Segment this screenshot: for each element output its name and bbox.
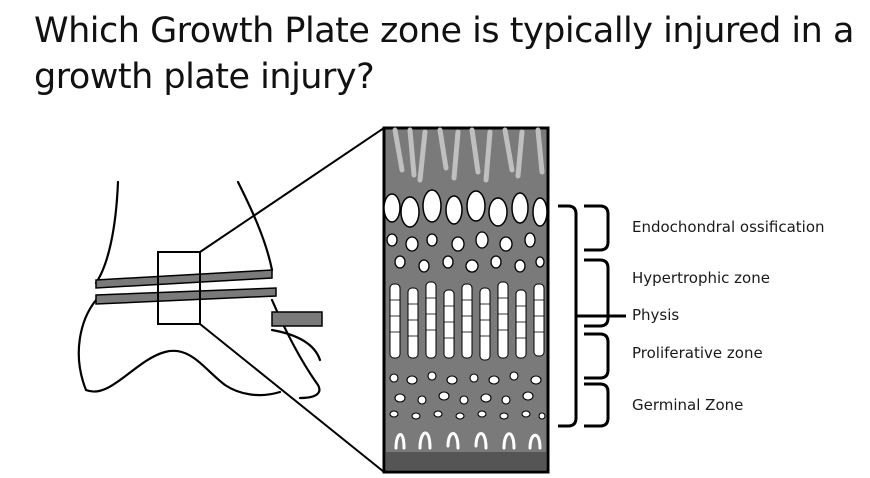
bone-left-shaft-edge [94,180,120,285]
zoom-region-box [157,251,201,325]
column-dividers [390,297,544,339]
histology-panel [382,126,550,474]
endochondral-bracket [584,204,610,252]
lower-growth-plate-band [95,287,277,305]
endochondral-ossification-label: Endochondral ossification [632,218,825,236]
proliferative-zone-label: Proliferative zone [632,344,763,362]
proliferative-cell-columns [389,281,545,361]
bone-right-tip [270,328,322,362]
hypertrophic-bracket [584,258,610,328]
germinal-bracket [584,382,610,428]
bone-right-shaft-edge [236,180,274,272]
slide-title: Which Growth Plate zone is typically inj… [34,11,854,97]
ossification-columns [383,189,548,228]
zoom-line-bottom [199,323,385,473]
hypertrophic-zone-label: Hypertrophic zone [632,269,770,287]
proliferative-bracket [584,332,610,380]
bone-lower-bottom [84,349,282,397]
physis-label: Physis [632,306,680,324]
upper-growth-plate-band [95,269,273,289]
zoom-line-top [199,127,385,253]
germinal-zone-label: Germinal Zone [632,396,744,414]
trabecular-strands [392,127,545,183]
subchondral-band [386,452,546,470]
side-growth-plate-band [271,311,323,327]
hypertrophic-cells [386,231,545,273]
germinal-cells [389,371,546,420]
growth-plate-bands [95,269,323,327]
vessel-loops [394,431,542,450]
bone-lower-left-contour [77,298,98,392]
physis-main-bracket [558,204,578,428]
zone-brackets [558,204,626,428]
